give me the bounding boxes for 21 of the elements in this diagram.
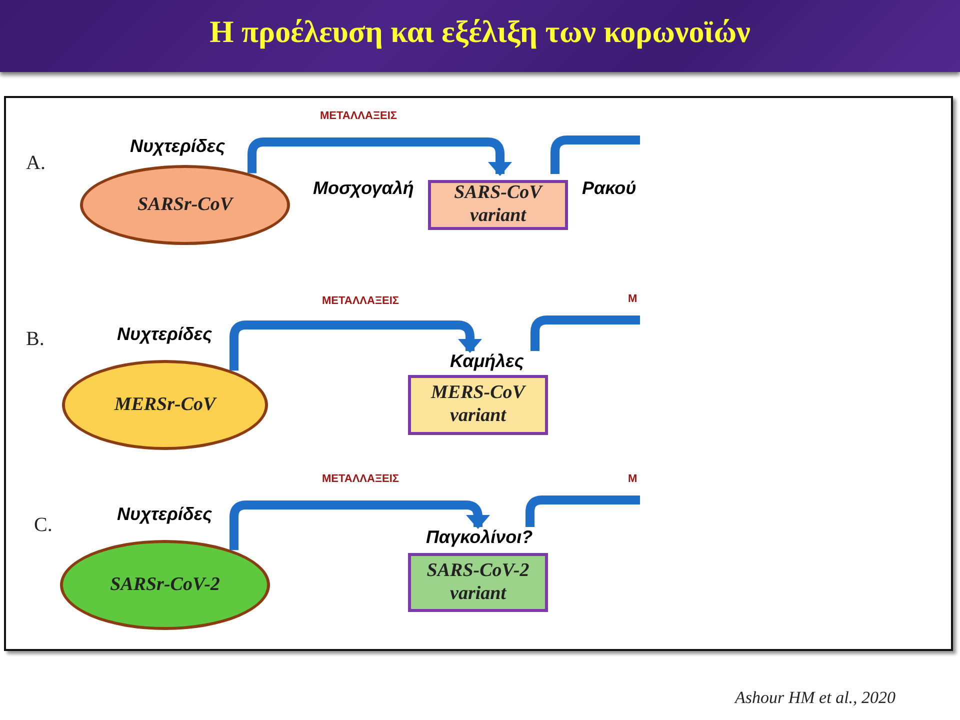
citation: Ashour HM et al., 2020 <box>735 688 896 708</box>
host-label: Καμήλες <box>450 351 524 372</box>
edge-label: ΜΕΤΑΛΛΑΞΕΙΣ <box>322 295 400 307</box>
host-label: Νυχτερίδες <box>117 324 212 345</box>
edge-label: Μ <box>628 293 638 305</box>
title: Η προέλευση και εξέλιξη των κορωνοϊών <box>208 14 752 50</box>
row-label: A. <box>26 152 46 175</box>
variant-box: SARS-CoV variant <box>428 180 568 230</box>
variant-box: MERS-CoV variant <box>408 375 548 435</box>
edge-label: ΜΕΤΑΛΛΑΞΕΙΣ <box>322 473 400 485</box>
host-label: Μοσχογαλή <box>313 178 414 199</box>
host-label: Ρακού <box>582 178 636 199</box>
host-label: Παγκολίνοι? <box>426 527 533 548</box>
arrow <box>248 138 512 176</box>
edge-label: ΜΕΤΑΛΛΑΞΕΙΣ <box>320 110 398 122</box>
row-label: C. <box>34 514 52 537</box>
edge-label: Μ <box>628 473 638 485</box>
variant-box: SARS-CoV-2 variant <box>408 553 548 612</box>
row-label: B. <box>26 328 44 351</box>
host-label: Νυχτερίδες <box>130 136 226 157</box>
host-label: Νυχτερίδες <box>117 504 212 525</box>
